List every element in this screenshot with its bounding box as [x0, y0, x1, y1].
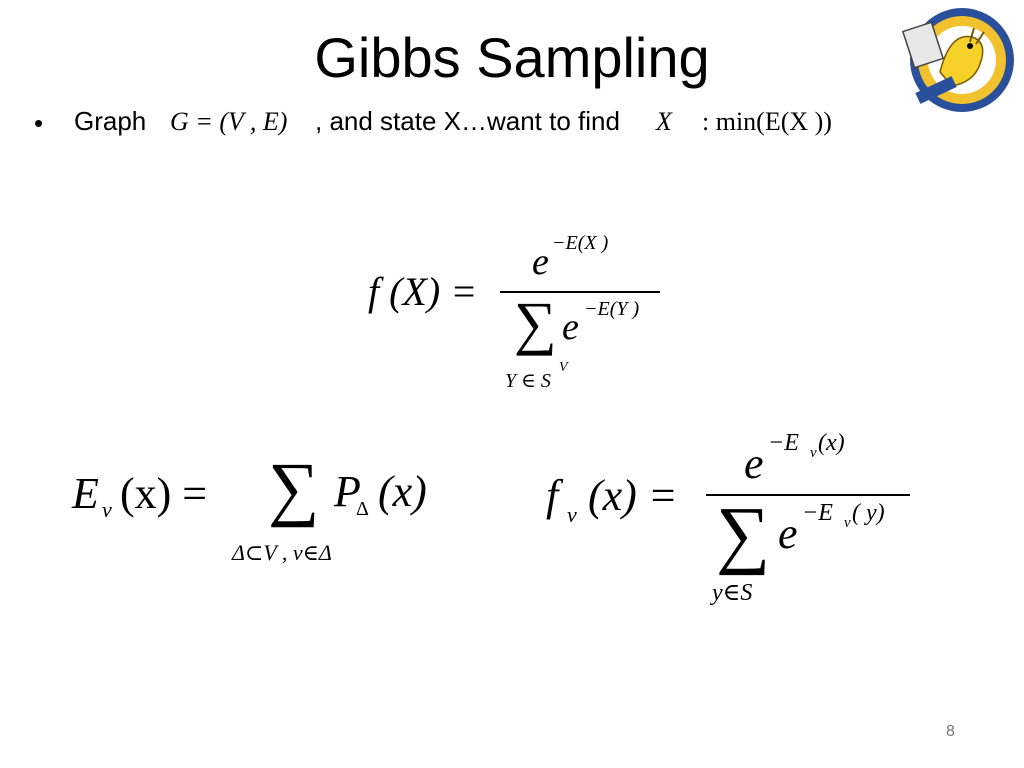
university-seal-logo [901, 8, 1014, 112]
f2-lhs-subscript: v [102, 497, 112, 522]
f3-numerator-exponent-subscript: v [810, 445, 817, 461]
f1-numerator-base: e [532, 241, 549, 283]
f1-denominator-base: e [562, 306, 579, 348]
slide-title: Gibbs Sampling [314, 26, 710, 89]
f1-denominator-exponent: −E(Y ) [584, 298, 640, 320]
f3-fraction-bar [706, 494, 910, 496]
f3-denominator-exponent-subscript: v [844, 515, 851, 531]
f3-lhs-subscript: v [567, 502, 577, 527]
bullet-lead-text: Graph [74, 106, 147, 136]
bullet-marker: • [34, 108, 44, 138]
graph-expression: G = (V , E) [170, 107, 288, 136]
bullet-middle-text: , and state X…want to find [315, 106, 620, 136]
f2-p: P [334, 467, 361, 516]
f2-p-subscript: Δ [356, 498, 369, 520]
f1-sum-sigma: ∑ [514, 290, 557, 356]
f2-p-argument: (x) [378, 467, 427, 516]
f1-numerator-exponent: −E(X ) [552, 232, 609, 254]
f3-denominator-exponent-argument: ( y) [852, 500, 885, 526]
f2-lhs-e: E [72, 469, 99, 518]
f2-sum-index: Δ⊂V , v∈Δ [232, 540, 332, 565]
f2-lhs-rest: (x) = [120, 469, 208, 518]
f3-numerator-base: e [744, 439, 764, 488]
f3-denominator-base: e [778, 509, 798, 558]
f3-denominator-exponent-e: −E [802, 500, 833, 526]
f1-fraction-bar [500, 291, 660, 293]
f3-sum-index: y∈S [712, 580, 753, 606]
f2-sum-sigma: ∑ [268, 448, 320, 528]
f3-numerator-exponent-e: −E [768, 430, 799, 456]
f1-sum-index: Y ∈ S [505, 370, 551, 392]
f1-lhs: f (X) = [368, 269, 478, 314]
state-variable: X [656, 107, 672, 136]
page-number: 8 [946, 723, 955, 740]
min-energy-expression: : min(E(X )) [702, 107, 832, 136]
f3-lhs-f: f [546, 471, 559, 520]
f3-numerator-exponent-argument: (x) [818, 430, 845, 456]
f3-lhs-rest: (x) = [588, 471, 678, 520]
f3-sum-sigma: ∑ [716, 492, 771, 576]
f1-sum-index-superscript: V [559, 360, 568, 375]
